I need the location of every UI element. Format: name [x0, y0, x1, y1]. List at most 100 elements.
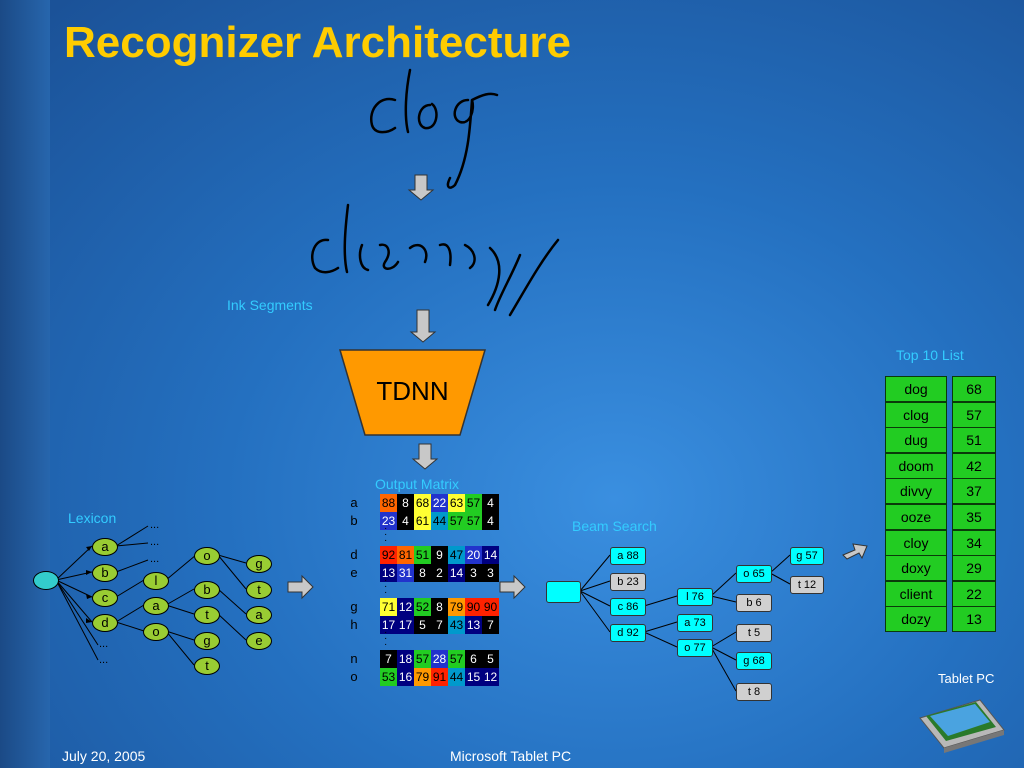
matrix-cell: 12 — [397, 598, 414, 616]
lexicon-node: a — [143, 597, 169, 615]
matrix-cell: 31 — [397, 564, 414, 582]
matrix-cell: 90 — [465, 598, 482, 616]
matrix-cell: 17 — [380, 616, 397, 634]
matrix-row-letter: o — [350, 669, 358, 684]
matrix-cell: 90 — [482, 598, 499, 616]
matrix-cell: 15 — [465, 668, 482, 686]
matrix-cell: 79 — [414, 668, 431, 686]
lexicon-node: c — [92, 589, 118, 607]
beam-search-label: Beam Search — [572, 518, 657, 534]
lexicon-node: e — [246, 632, 272, 650]
matrix-row-letter: h — [350, 617, 358, 632]
matrix-cell: 8 — [431, 598, 448, 616]
matrix-cell: 4 — [397, 512, 414, 530]
matrix-vertical-ellipsis: ··· — [384, 523, 388, 546]
matrix-cell: 57 — [448, 512, 465, 530]
lexicon-node: l — [143, 572, 169, 590]
top10-score: 57 — [952, 401, 996, 428]
lexicon-node: t — [246, 581, 272, 599]
matrix-cell: 18 — [397, 650, 414, 668]
beam-node: b 23 — [610, 573, 646, 591]
page-title: Recognizer Architecture — [64, 18, 571, 67]
lexicon-node: g — [194, 632, 220, 650]
beam-node — [546, 581, 581, 603]
matrix-row-letter: e — [350, 565, 358, 580]
top10-score: 13 — [952, 606, 996, 633]
matrix-row-letter: a — [350, 495, 358, 510]
matrix-cell: 91 — [431, 668, 448, 686]
beam-node: a 73 — [677, 614, 713, 632]
matrix-cell: 22 — [431, 494, 448, 512]
matrix-cell: 68 — [414, 494, 431, 512]
matrix-vertical-ellipsis: ··· — [384, 575, 388, 598]
top10-score: 37 — [952, 478, 996, 505]
matrix-cell: 81 — [397, 546, 414, 564]
tdnn-label: TDNN — [376, 376, 449, 406]
matrix-cell: 6 — [465, 650, 482, 668]
beam-node: c 86 — [610, 598, 646, 616]
matrix-cell: 28 — [431, 650, 448, 668]
beam-node: b 6 — [736, 594, 772, 612]
lexicon-root-node — [33, 571, 59, 590]
matrix-cell: 17 — [397, 616, 414, 634]
top10-word: ooze — [885, 504, 947, 530]
arrow-down-3 — [411, 443, 439, 470]
lexicon-ellipsis: ... — [150, 553, 160, 565]
beam-node: o 77 — [677, 639, 713, 657]
lexicon-node: o — [194, 547, 220, 565]
matrix-cell: 44 — [448, 668, 465, 686]
lexicon-node: b — [92, 564, 118, 582]
beam-node: g 68 — [736, 652, 772, 670]
matrix-vertical-ellipsis: ··· — [384, 627, 388, 650]
lexicon-node: d — [92, 614, 118, 632]
beam-node: d 92 — [610, 624, 646, 642]
lexicon-node: b — [194, 581, 220, 599]
lexicon-ellipsis: ... — [99, 638, 109, 650]
matrix-cell: 3 — [482, 564, 499, 582]
matrix-cell: 63 — [448, 494, 465, 512]
matrix-cell: 5 — [482, 650, 499, 668]
lexicon-ellipsis: ... — [150, 536, 160, 548]
matrix-row-letter: b — [350, 513, 358, 528]
top10-word: cloy — [885, 529, 947, 556]
matrix-cell: 43 — [448, 616, 465, 634]
top10-score: 68 — [952, 376, 996, 402]
beam-node: o 65 — [736, 565, 772, 583]
matrix-cell: 3 — [465, 564, 482, 582]
lexicon-node: t — [194, 657, 220, 675]
matrix-cell: 71 — [380, 598, 397, 616]
matrix-cell: 5 — [414, 616, 431, 634]
matrix-cell: 57 — [465, 494, 482, 512]
lexicon-node: t — [194, 606, 220, 624]
lexicon-node: g — [246, 555, 272, 573]
matrix-cell: 57 — [448, 650, 465, 668]
matrix-cell: 13 — [380, 564, 397, 582]
arrow-right-1 — [287, 574, 314, 600]
matrix-cell: 12 — [482, 668, 499, 686]
matrix-cell: 47 — [448, 546, 465, 564]
beam-node: g 57 — [790, 547, 824, 565]
matrix-cell: 14 — [448, 564, 465, 582]
arrow-down-1 — [407, 174, 435, 201]
lexicon-ellipsis: ... — [150, 519, 160, 531]
matrix-cell: 57 — [414, 650, 431, 668]
matrix-cell: 44 — [431, 512, 448, 530]
matrix-cell: 88 — [380, 494, 397, 512]
top10-word: client — [885, 580, 947, 607]
tablet-pc-label: Tablet PC — [938, 671, 995, 686]
matrix-cell: 7 — [431, 616, 448, 634]
top10-label: Top 10 List — [896, 347, 964, 363]
top10-score: 42 — [952, 452, 996, 479]
top10-word: doxy — [885, 555, 947, 582]
matrix-cell: 16 — [397, 668, 414, 686]
matrix-cell: 4 — [482, 512, 499, 530]
matrix-cell: 23 — [380, 512, 397, 530]
beam-node: t 12 — [790, 576, 824, 594]
matrix-cell: 14 — [482, 546, 499, 564]
lexicon-node: o — [143, 623, 169, 641]
matrix-cell: 92 — [380, 546, 397, 564]
matrix-cell: 79 — [448, 598, 465, 616]
ink-segments — [311, 203, 560, 317]
matrix-cell: 20 — [465, 546, 482, 564]
arrow-right-2 — [499, 574, 526, 600]
